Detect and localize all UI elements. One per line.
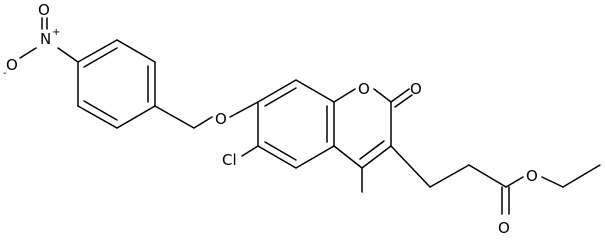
bond-o-c7: [229, 101, 259, 118]
nitro-o-left-charge: -: [3, 68, 7, 79]
atom-labels: N + O O - O O O Cl O O: [3, 1, 538, 237]
bond-ch2b-cester: [468, 164, 507, 188]
bond-c5-c6: [257, 145, 297, 169]
bond-phenyl-5: [77, 105, 118, 129]
bond-cester-o: [505, 176, 524, 188]
bond-aryl-ch2: [154, 105, 195, 129]
bond-ethyl-ch3: [562, 164, 601, 188]
bond-c8-c8a: [295, 79, 335, 103]
bond-o1-c2: [373, 88, 392, 103]
bond-phenyl-5-inner: [83, 100, 118, 121]
bond-c2-o-carbonyl-double: [394, 94, 413, 108]
bond-c7-c8: [257, 79, 297, 103]
bond-phenyl-1: [77, 39, 118, 63]
bond-c8a-o1: [333, 88, 356, 103]
bond-n-o-left: [19, 47, 37, 59]
nitro-o-left-label: O: [6, 56, 18, 74]
bond-ch2a-ch2b: [429, 164, 470, 188]
nitro-n-label: N: [40, 30, 51, 48]
chlorine-label: Cl: [222, 151, 237, 169]
ester-carbonyl-o-label: O: [498, 219, 510, 237]
bond-c5-c6-inner: [264, 141, 297, 161]
bond-c3-c4-inner: [359, 140, 385, 160]
nitro-n-charge: +: [52, 27, 60, 38]
ether-o-label: O: [215, 110, 227, 128]
bond-ch2-o: [193, 116, 213, 129]
bond-c6-cl: [241, 145, 259, 157]
bond-n-aryl: [57, 47, 79, 63]
bond-phenyl-2: [116, 39, 156, 63]
bonds: [19, 17, 601, 215]
bond-c4a-c5: [295, 145, 335, 169]
bond-phenyl-4: [116, 105, 156, 129]
lactone-carbonyl-o-label: O: [410, 80, 422, 98]
bond-c3-ch2a: [390, 145, 431, 188]
bond-c7-c8-inner: [264, 87, 297, 107]
bond-o-ethyl: [541, 176, 564, 188]
bond-phenyl-1-inner: [83, 47, 118, 68]
nitro-o-top-label: O: [38, 1, 50, 19]
ester-o-label: O: [526, 167, 538, 185]
ring-o-label: O: [358, 80, 370, 98]
bond-c2-o-carbonyl: [390, 88, 410, 103]
bond-c3-c4: [361, 145, 392, 169]
bond-c4-c4a: [333, 145, 363, 169]
